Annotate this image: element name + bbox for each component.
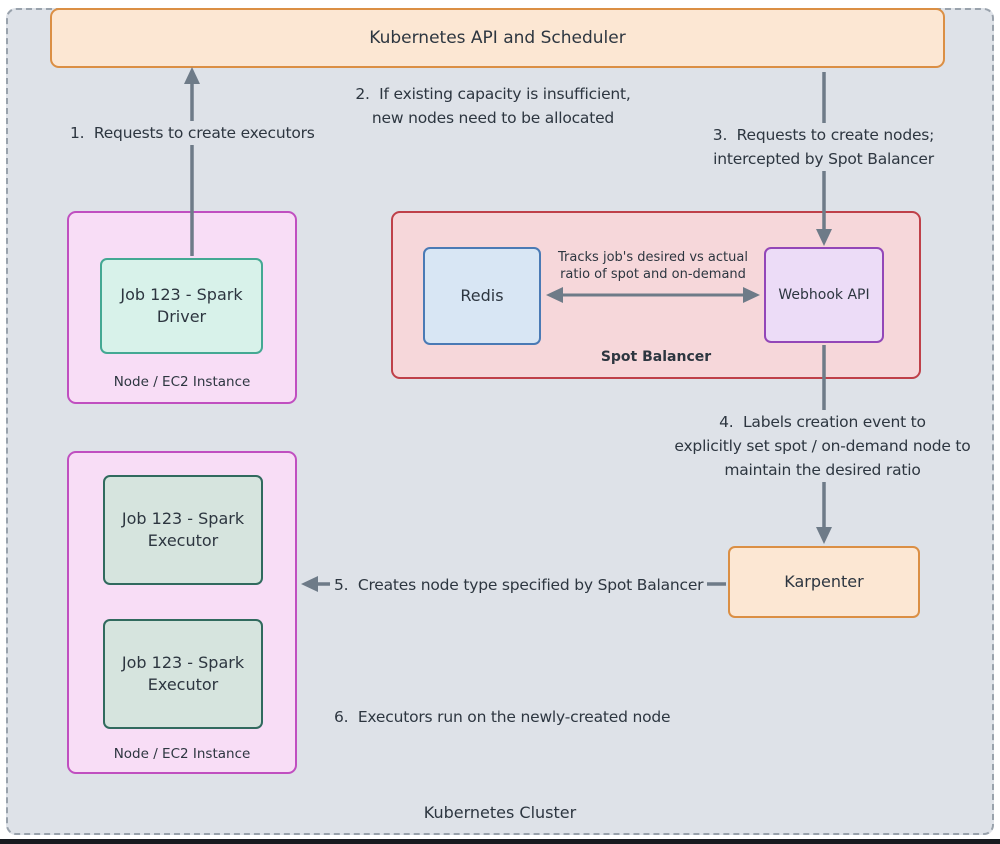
step5-annotation: 5. Creates node type specified by Spot B… [330, 573, 708, 597]
redis-box: Redis [423, 247, 541, 345]
step4-annotation: 4. Labels creation event to explicitly s… [655, 410, 990, 482]
karpenter-box: Karpenter [728, 546, 920, 618]
driver-node-label: Node / EC2 Instance [113, 374, 251, 390]
step1-annotation: 1. Requests to create executors [66, 121, 319, 145]
spark-executor-box-2: Job 123 - Spark Executor [103, 619, 263, 729]
spot-balancer-label: Spot Balancer [600, 349, 712, 365]
step3-annotation: 3. Requests to create nodes; intercepted… [700, 123, 947, 171]
webhook-api-box: Webhook API [764, 247, 884, 343]
spark-executor-box-1: Job 123 - Spark Executor [103, 475, 263, 585]
step6-annotation: 6. Executors run on the newly-created no… [330, 705, 675, 729]
kubernetes-cluster-label: Kubernetes Cluster [423, 803, 577, 822]
step2-annotation: 2. If existing capacity is insufficient,… [323, 82, 663, 130]
tracks-ratio-note: Tracks job's desired vs actual ratio of … [558, 250, 748, 282]
kubernetes-api-scheduler-box: Kubernetes API and Scheduler [50, 8, 945, 68]
spark-driver-box: Job 123 - Spark Driver [100, 258, 263, 354]
window-bottom-edge [0, 839, 1000, 844]
executor-node-label: Node / EC2 Instance [113, 746, 251, 762]
